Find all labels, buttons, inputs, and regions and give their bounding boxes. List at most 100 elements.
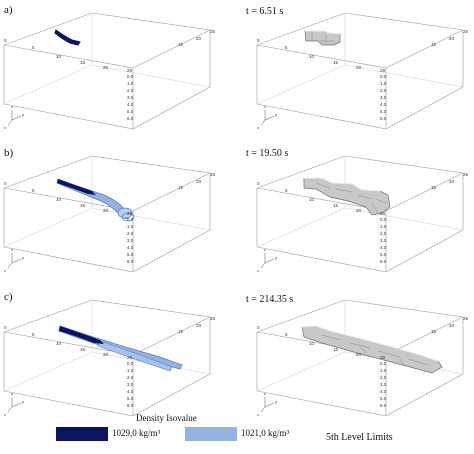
svg-text:15: 15 xyxy=(333,60,339,65)
svg-text:z: z xyxy=(11,391,13,396)
svg-text:3.0: 3.0 xyxy=(127,95,134,100)
svg-text:20: 20 xyxy=(103,65,109,70)
legend-label-dense: 1029,0 kg/m³ xyxy=(112,428,161,438)
svg-text:6.0: 6.0 xyxy=(380,116,387,121)
panel-c-time: t = 214.35 s xyxy=(246,294,294,305)
svg-text:z: z xyxy=(264,104,266,109)
svg-text:x: x xyxy=(257,125,259,130)
svg-text:0.0: 0.0 xyxy=(127,361,134,366)
svg-text:x: x xyxy=(4,125,6,130)
svg-text:15: 15 xyxy=(431,329,437,334)
svg-text:x: x xyxy=(257,268,259,273)
panel-a-time: t = 6.51 s xyxy=(246,6,284,17)
panel-a-left-box xyxy=(3,12,211,130)
svg-text:10: 10 xyxy=(56,341,62,346)
svg-text:20: 20 xyxy=(103,352,109,357)
svg-text:15: 15 xyxy=(333,203,339,208)
svg-text:0: 0 xyxy=(257,181,260,186)
svg-text:15: 15 xyxy=(431,185,437,190)
svg-text:15: 15 xyxy=(178,42,184,47)
svg-text:4.0: 4.0 xyxy=(127,102,134,107)
svg-text:5: 5 xyxy=(285,45,288,50)
svg-text:6.0: 6.0 xyxy=(127,403,134,408)
svg-text:15: 15 xyxy=(80,60,86,65)
svg-text:1.0: 1.0 xyxy=(127,224,134,229)
svg-text:2.0: 2.0 xyxy=(127,88,134,93)
svg-text:z: z xyxy=(11,247,13,252)
svg-text:5: 5 xyxy=(32,332,35,337)
svg-text:20: 20 xyxy=(196,323,202,328)
panel-c-label: c) xyxy=(4,291,13,303)
svg-text:28: 28 xyxy=(380,211,386,216)
svg-text:1.0: 1.0 xyxy=(127,81,134,86)
svg-text:5.0: 5.0 xyxy=(380,109,387,114)
svg-text:y: y xyxy=(275,399,277,404)
svg-text:10: 10 xyxy=(309,197,315,202)
svg-text:1.0: 1.0 xyxy=(380,368,387,373)
svg-text:20: 20 xyxy=(449,179,455,184)
panel-a-level-blocks xyxy=(304,30,341,46)
panel-c-figure: 051015201520250.01.02.03.04.05.06.028zyx… xyxy=(3,299,469,417)
legend-label-light: 1021,0 kg/m³ xyxy=(241,428,290,438)
svg-text:10: 10 xyxy=(309,341,315,346)
svg-text:5.0: 5.0 xyxy=(127,396,134,401)
svg-text:y: y xyxy=(22,255,24,260)
svg-text:5.0: 5.0 xyxy=(127,109,134,114)
svg-text:y: y xyxy=(275,112,277,117)
svg-text:0.0: 0.0 xyxy=(127,217,134,222)
legend-swatch-dense xyxy=(56,427,108,441)
svg-text:6.0: 6.0 xyxy=(380,403,387,408)
svg-text:20: 20 xyxy=(356,352,362,357)
svg-text:0: 0 xyxy=(257,325,260,330)
svg-text:28: 28 xyxy=(127,355,133,360)
svg-text:28: 28 xyxy=(380,355,386,360)
svg-text:3.0: 3.0 xyxy=(127,382,134,387)
svg-text:0: 0 xyxy=(4,38,7,43)
svg-text:5.0: 5.0 xyxy=(380,252,387,257)
svg-text:4.0: 4.0 xyxy=(380,389,387,394)
svg-text:y: y xyxy=(275,255,277,260)
svg-text:15: 15 xyxy=(80,203,86,208)
panel-b-label: b) xyxy=(4,147,14,159)
svg-text:5: 5 xyxy=(32,45,35,50)
svg-text:x: x xyxy=(4,412,6,417)
svg-text:2.0: 2.0 xyxy=(380,231,387,236)
svg-text:0.0: 0.0 xyxy=(380,361,387,366)
svg-text:10: 10 xyxy=(56,54,62,59)
panel-c-level-blocks xyxy=(301,325,443,374)
svg-text:28: 28 xyxy=(127,68,133,73)
panel-b-left-box xyxy=(3,155,211,273)
svg-text:20: 20 xyxy=(196,179,202,184)
svg-text:4.0: 4.0 xyxy=(127,389,134,394)
svg-text:3.0: 3.0 xyxy=(127,238,134,243)
svg-text:4.0: 4.0 xyxy=(380,102,387,107)
svg-text:25: 25 xyxy=(463,172,469,177)
panel-b-figure: 051015201520250.01.02.03.04.05.06.028zyx… xyxy=(3,155,469,273)
svg-text:y: y xyxy=(22,399,24,404)
svg-text:x: x xyxy=(257,412,259,417)
svg-text:1.0: 1.0 xyxy=(380,81,387,86)
panel-a-label: a) xyxy=(4,4,13,16)
svg-text:4.0: 4.0 xyxy=(127,245,134,250)
svg-text:10: 10 xyxy=(56,197,62,202)
svg-text:2.0: 2.0 xyxy=(380,88,387,93)
svg-text:3.0: 3.0 xyxy=(380,382,387,387)
panel-a-plume xyxy=(54,29,81,46)
svg-text:3.0: 3.0 xyxy=(380,238,387,243)
svg-text:28: 28 xyxy=(127,211,133,216)
svg-text:0.0: 0.0 xyxy=(127,74,134,79)
svg-text:15: 15 xyxy=(333,347,339,352)
svg-text:20: 20 xyxy=(356,208,362,213)
legend-title: Density Isovalue xyxy=(136,413,197,423)
svg-text:5.0: 5.0 xyxy=(380,396,387,401)
svg-text:2.0: 2.0 xyxy=(127,231,134,236)
svg-text:1.0: 1.0 xyxy=(127,368,134,373)
svg-text:20: 20 xyxy=(196,36,202,41)
svg-text:15: 15 xyxy=(80,347,86,352)
svg-text:20: 20 xyxy=(449,323,455,328)
